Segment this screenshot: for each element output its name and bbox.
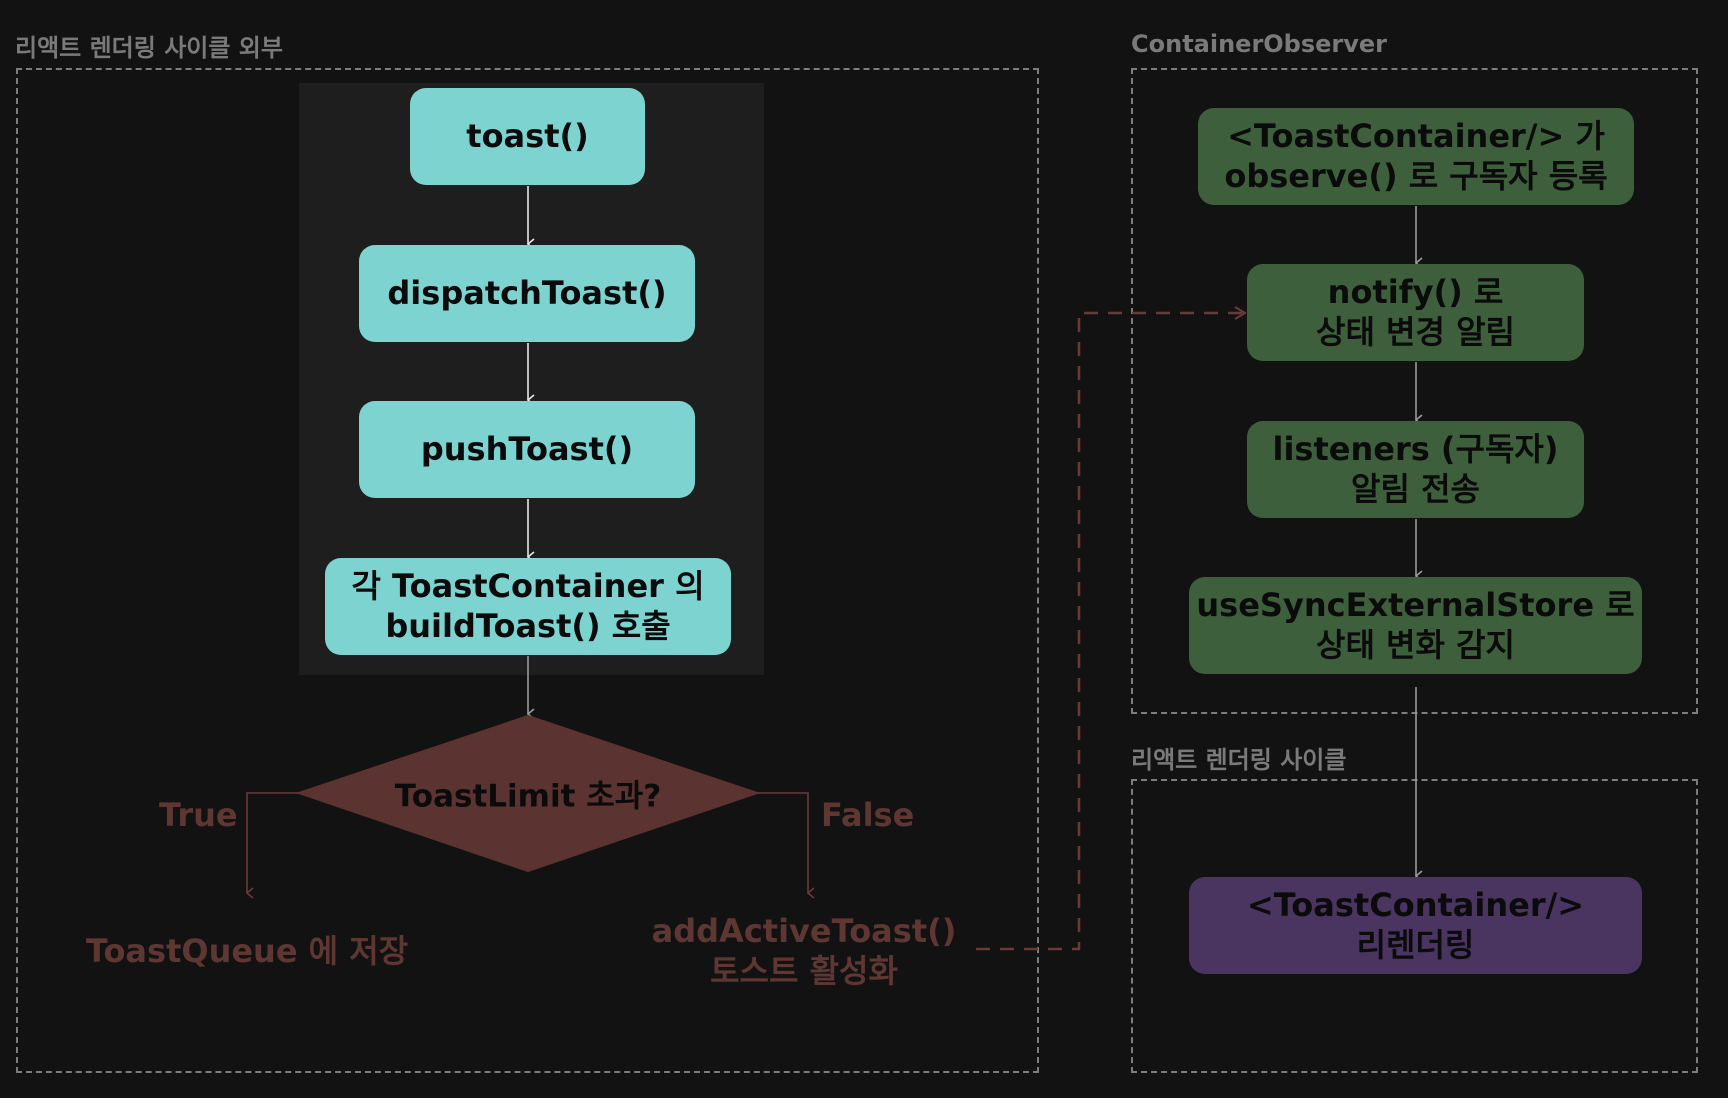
outside-render-group: [16, 68, 1039, 1073]
true-branch-label: True: [159, 796, 238, 834]
arrow-false-branch: [757, 792, 808, 893]
node-listeners: listeners (구독자) 알림 전송: [1247, 421, 1584, 518]
group-label-outside-render: 리액트 렌더링 사이클 외부: [15, 34, 283, 62]
decision-diamond: [298, 715, 758, 872]
node-build-line-1: 각 ToastContainer 의: [351, 567, 705, 606]
node-sync-line-1: useSyncExternalStore 로: [1196, 586, 1635, 625]
node-listeners-line-2: 알림 전송: [1351, 469, 1480, 508]
node-toast: toast(): [410, 88, 645, 185]
node-dispatch-toast: dispatchToast(): [359, 245, 695, 342]
container-observer-group: [1131, 68, 1698, 714]
node-listeners-line-1: listeners (구독자): [1272, 430, 1559, 469]
node-subscribe-line-1: <ToastContainer/> 가: [1227, 117, 1605, 156]
node-rerender: <ToastContainer/> 리렌더링: [1189, 877, 1642, 974]
outcome-active-line-2: 토스트 활성화: [710, 952, 898, 990]
node-sync-line-2: 상태 변화 감지: [1316, 625, 1515, 664]
node-build-line-2: buildToast() 호출: [385, 606, 671, 645]
arrow-active-to-notify: [976, 313, 1245, 951]
node-subscribe-line-2: observe() 로 구독자 등록: [1224, 156, 1608, 195]
arrow-true-branch: [247, 792, 299, 893]
render-cycle-group: [1131, 779, 1698, 1073]
group-label-render-cycle: 리액트 렌더링 사이클: [1131, 746, 1347, 774]
outcome-toast-queue: ToastQueue 에 저장: [85, 932, 409, 970]
node-push-line-1: pushToast(): [420, 429, 634, 468]
node-notify: notify() 로 상태 변경 알림: [1247, 264, 1584, 361]
node-push-toast: pushToast(): [359, 401, 695, 498]
false-branch-label: False: [821, 796, 915, 834]
node-notify-line-2: 상태 변경 알림: [1316, 312, 1515, 351]
node-build-toast: 각 ToastContainer 의 buildToast() 호출: [325, 558, 731, 655]
decision-label: ToastLimit 초과?: [394, 778, 662, 815]
group-label-container-observer: ContainerObserver: [1131, 30, 1388, 58]
node-rerender-line-1: <ToastContainer/>: [1246, 886, 1585, 925]
node-dispatch-line-1: dispatchToast(): [387, 273, 667, 312]
outcome-active-line-1: addActiveToast(): [651, 912, 957, 950]
node-toast-line-1: toast(): [466, 116, 589, 155]
node-notify-line-1: notify() 로: [1327, 273, 1504, 312]
node-rerender-line-2: 리렌더링: [1356, 925, 1475, 964]
outcome-add-active-toast: addActiveToast() 토스트 활성화: [652, 911, 957, 991]
node-subscribe: <ToastContainer/> 가 observe() 로 구독자 등록: [1198, 108, 1634, 205]
node-use-sync-external-store: useSyncExternalStore 로 상태 변화 감지: [1189, 577, 1642, 674]
